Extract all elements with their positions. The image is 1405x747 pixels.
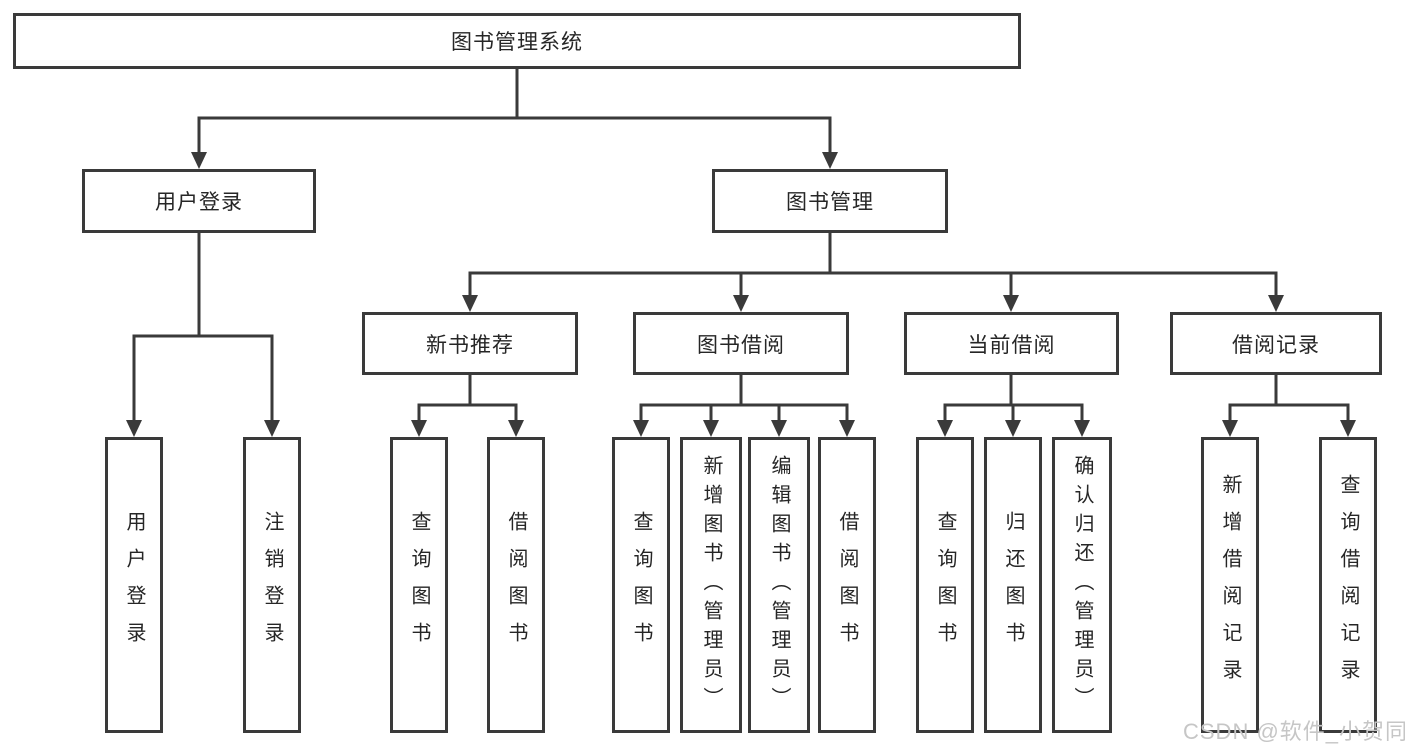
node-leaf-add-book: 新增图书（管理员） [680, 437, 742, 733]
node-root: 图书管理系统 [13, 13, 1021, 69]
node-leaf-query-book-1: 查询图书 [390, 437, 448, 733]
node-leaf-return-book: 归还图书 [984, 437, 1042, 733]
node-leaf-borrow-book-1: 借阅图书 [487, 437, 545, 733]
node-leaf-query-book-3: 查询图书 [916, 437, 974, 733]
node-book-mgmt: 图书管理 [712, 169, 948, 233]
node-leaf-user-login: 用户登录 [105, 437, 163, 733]
node-book-borrow: 图书借阅 [633, 312, 849, 375]
node-user-login: 用户登录 [82, 169, 316, 233]
node-current-borrow: 当前借阅 [904, 312, 1119, 375]
node-leaf-query-borrow-record: 查询借阅记录 [1319, 437, 1377, 733]
node-leaf-add-borrow-record: 新增借阅记录 [1201, 437, 1259, 733]
node-new-book-rec: 新书推荐 [362, 312, 578, 375]
node-leaf-edit-book: 编辑图书（管理员） [748, 437, 810, 733]
node-leaf-query-book-2: 查询图书 [612, 437, 670, 733]
node-leaf-borrow-book-2: 借阅图书 [818, 437, 876, 733]
node-leaf-logout: 注销登录 [243, 437, 301, 733]
node-leaf-confirm-return: 确认归还（管理员） [1052, 437, 1112, 733]
node-borrow-record: 借阅记录 [1170, 312, 1382, 375]
watermark: CSDN @软件_小贺同学 [1183, 719, 1405, 744]
